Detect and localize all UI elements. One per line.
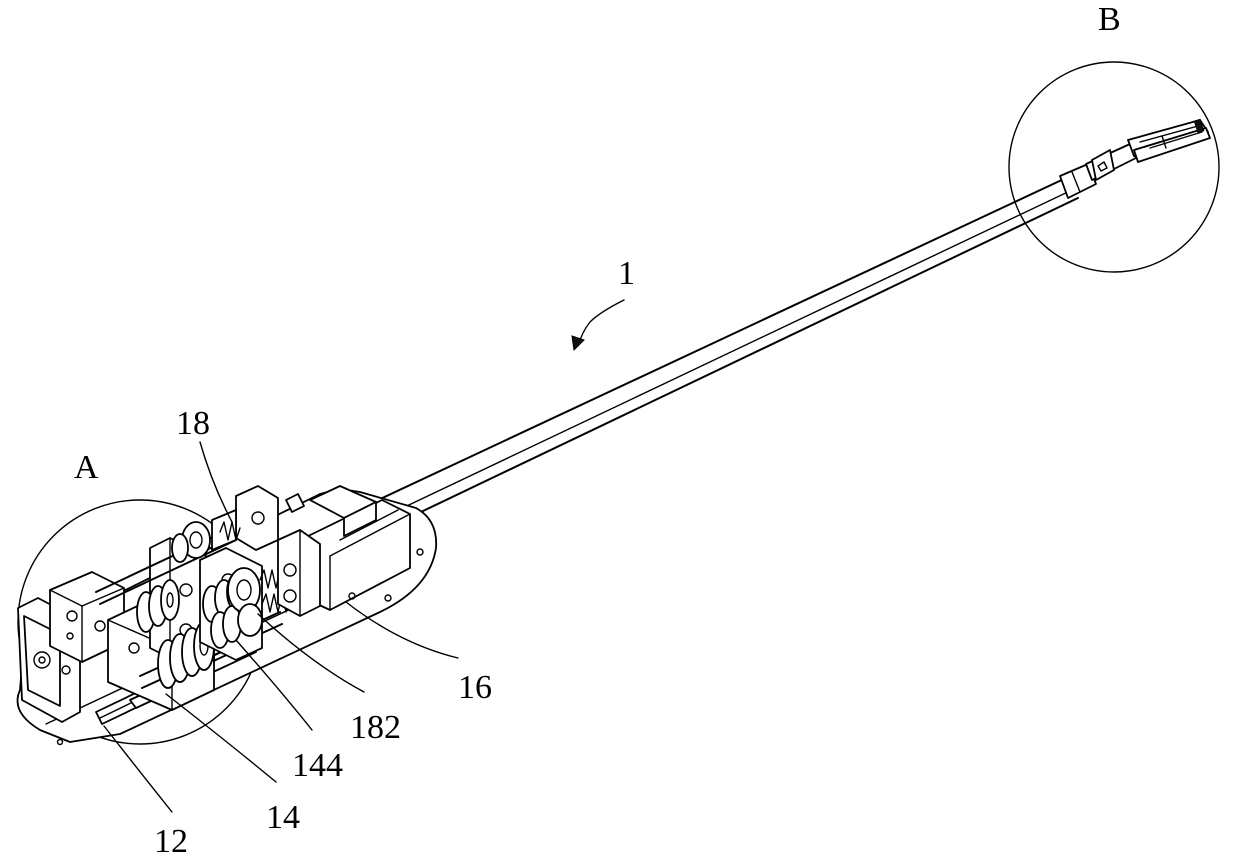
label-ref-12: 12	[154, 823, 188, 856]
instrument-shaft	[378, 178, 1078, 522]
label-device-1: 1	[618, 255, 635, 292]
label-detail-a: A	[74, 449, 99, 486]
label-ref-182: 182	[350, 709, 401, 746]
label-detail-b: B	[1098, 1, 1121, 38]
label-ref-18: 18	[176, 405, 210, 442]
label-ref-16: 16	[458, 669, 492, 706]
label-ref-14: 14	[266, 799, 300, 836]
end-effector	[1060, 119, 1210, 198]
label-ref-144: 144	[292, 747, 343, 784]
